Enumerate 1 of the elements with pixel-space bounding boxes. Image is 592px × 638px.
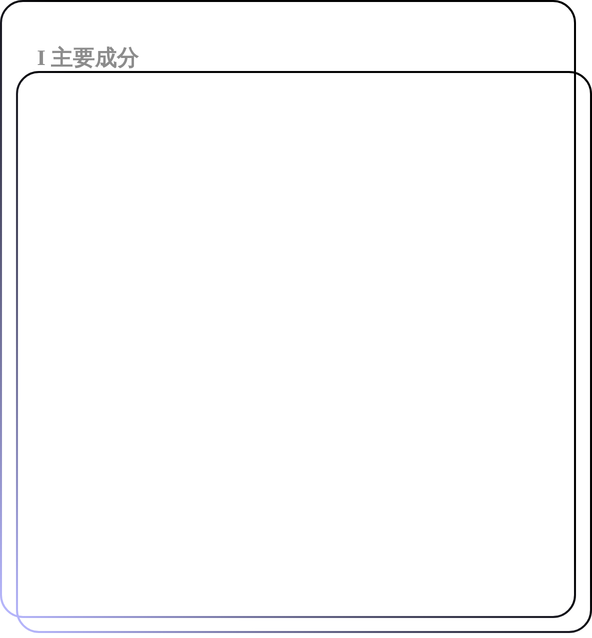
section-heading: I 主要成分 <box>37 47 140 69</box>
